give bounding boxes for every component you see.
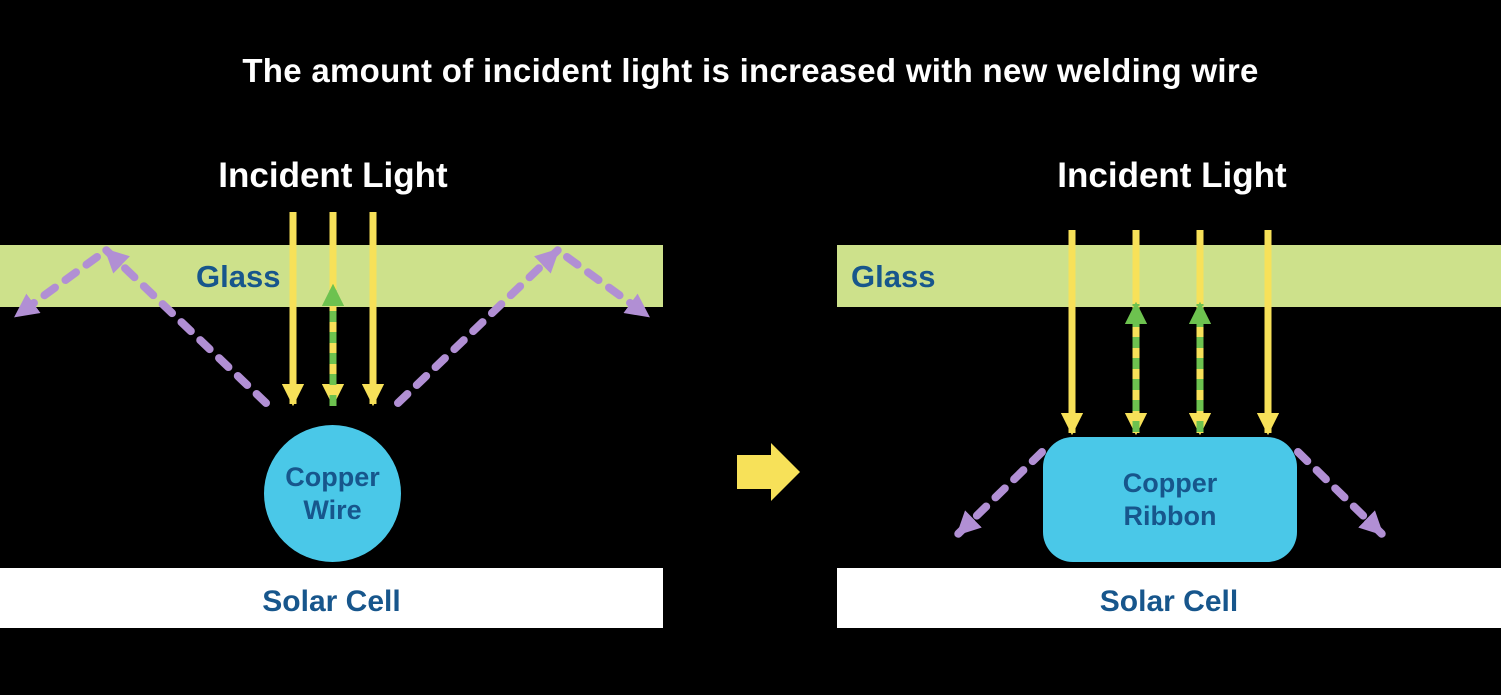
- copper-wire-label-line2: Wire: [303, 494, 362, 525]
- solar-cell-layer-right: [837, 568, 1501, 628]
- copper-ribbon-label-line1: Copper: [1122, 467, 1218, 498]
- glass-label-left: Glass: [196, 259, 281, 294]
- copper-ribbon-shape: Copper Ribbon: [1043, 437, 1297, 562]
- glass-label-right: Glass: [851, 259, 936, 294]
- solar-cell-layer-left: [0, 568, 663, 628]
- incident-light-label-right: Incident Light: [1057, 156, 1287, 195]
- incident-light-arrows-right: [1060, 230, 1280, 436]
- diagram-title: The amount of incident light is increase…: [242, 52, 1259, 89]
- copper-wire-shape: Copper Wire: [264, 425, 401, 562]
- reflected-light-arrows-right: [1124, 301, 1212, 432]
- scattered-light-arrows-left: [12, 246, 652, 407]
- escaped-light-arrows-right: [954, 448, 1386, 538]
- solar-cell-label-right: Solar Cell: [1099, 585, 1239, 618]
- copper-ribbon-label-line2: Ribbon: [1123, 500, 1217, 531]
- solar-cell-label-left: Solar Cell: [262, 585, 401, 618]
- copper-wire-label-line1: Copper: [285, 461, 380, 492]
- incident-light-label-left: Incident Light: [218, 156, 448, 195]
- incident-light-arrows-left: [281, 212, 385, 407]
- transition-arrow: [737, 443, 800, 501]
- glass-layer-right: [837, 245, 1501, 307]
